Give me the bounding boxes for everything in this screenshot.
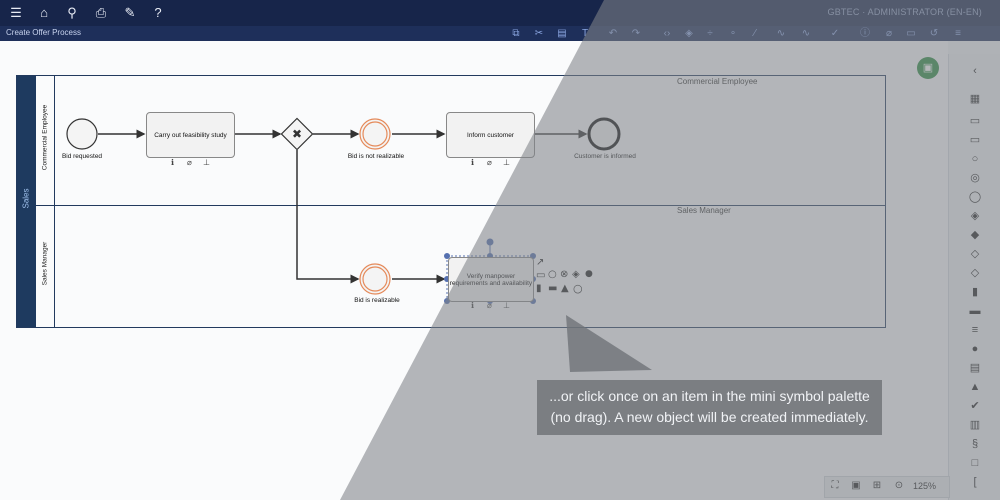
task-symbol[interactable]: ▭: [969, 115, 981, 127]
view-controls: ⛶ ▣ ⊞ ⊙ 125%: [824, 476, 950, 498]
database-symbol[interactable]: ▬: [969, 305, 981, 317]
person-shape-icon[interactable]: ●: [585, 269, 593, 279]
event-label: Bid is realizable: [354, 297, 400, 304]
org-icon[interactable]: ⊥: [503, 301, 510, 310]
attachment-icon[interactable]: ⌀: [487, 301, 492, 310]
document-shape-icon[interactable]: ▮: [536, 283, 542, 294]
symbol-palette: ‹ ▦ ▭ ▭ ○ ◎ ◯ ◈ ◆ ◇ ◇ ▮ ▬ ≡ ● ▤ ▲ ✔ ▥ § …: [948, 54, 1000, 500]
event-not-realizable: [359, 118, 391, 150]
chart-symbol[interactable]: ▥: [969, 419, 981, 431]
paragraph-symbol[interactable]: §: [971, 438, 979, 450]
check-symbol[interactable]: ✔: [970, 400, 980, 412]
person-symbol[interactable]: ●: [971, 343, 979, 355]
system-shape-icon[interactable]: ▬: [548, 283, 558, 294]
process-title: Create Offer Process: [6, 28, 81, 37]
start-event-symbol[interactable]: ○: [971, 153, 979, 165]
intermediate-event-symbol[interactable]: ◎: [970, 172, 980, 184]
fit-icon[interactable]: ⊞: [872, 480, 882, 491]
triangle-shape-icon[interactable]: ▲: [561, 283, 569, 294]
end-event-symbol[interactable]: ◯: [968, 191, 982, 203]
event-label: Customer is informed: [574, 153, 636, 160]
menu-icon[interactable]: ☰: [10, 5, 22, 20]
lane-header-commercial-employee[interactable]: Commercial Employee: [36, 76, 55, 205]
event-label: Bid requested: [61, 153, 103, 160]
gateway-o-symbol[interactable]: ◇: [970, 248, 980, 260]
lane-header-sales-manager[interactable]: Sales Manager: [36, 206, 55, 327]
tutorial-tooltip: ...or click once on an item in the mini …: [537, 380, 882, 435]
fullscreen-icon[interactable]: ⛶: [831, 480, 839, 491]
list-symbol[interactable]: ≡: [971, 324, 979, 336]
search-icon[interactable]: ⚲: [67, 5, 77, 20]
task-feasibility[interactable]: Carry out feasibility study: [146, 112, 235, 158]
gateway-plus-symbol[interactable]: ◆: [970, 229, 980, 241]
event-label: Bid is not realizable: [347, 153, 405, 160]
gateway-plus-shape-icon[interactable]: ◈: [572, 269, 580, 280]
risk-symbol[interactable]: ▲: [969, 381, 981, 393]
org-icon[interactable]: ⊥: [503, 158, 510, 167]
pool-header[interactable]: Sales: [17, 76, 36, 327]
mini-symbol-palette: ↗ ▭ ○ ⊗ ◈ ● ▮ ▬ ▲ ○: [535, 257, 601, 297]
attachment-icon[interactable]: ⌀: [487, 158, 492, 167]
zoom-level[interactable]: 125%: [913, 481, 937, 491]
tooltip-line: (no drag). A new object will be created …: [550, 409, 869, 425]
print-icon[interactable]: ⎙: [95, 5, 107, 20]
rotate-handle: [486, 238, 494, 246]
event-realizable: [359, 263, 391, 295]
home-icon[interactable]: ⌂: [40, 5, 48, 20]
system-symbol[interactable]: ▤: [969, 362, 981, 374]
collapse-panel-icon[interactable]: ‹: [973, 65, 977, 77]
gateway-x-shape-icon[interactable]: ⊗: [560, 269, 569, 280]
gateway-x-symbol[interactable]: ◈: [970, 210, 980, 222]
circle-shape-icon[interactable]: ○: [573, 282, 583, 295]
attachment-icon[interactable]: ⌀: [187, 158, 192, 167]
event-shape-icon[interactable]: ○: [548, 269, 557, 280]
text-box-symbol[interactable]: □: [971, 457, 979, 469]
exclusive-gateway: [280, 117, 314, 151]
minimap-icon[interactable]: ▣: [851, 480, 861, 491]
org-icon[interactable]: ⊥: [203, 158, 210, 167]
end-event: [587, 117, 621, 151]
annotation-symbol[interactable]: [: [973, 476, 977, 488]
info-icon[interactable]: ℹ: [471, 158, 475, 167]
center-icon[interactable]: ⊙: [894, 480, 904, 491]
task-inform-customer[interactable]: Inform customer: [446, 112, 535, 158]
subprocess-symbol[interactable]: ▭: [969, 134, 981, 146]
help-icon[interactable]: ?: [154, 5, 162, 20]
task-shape-icon[interactable]: ▭: [536, 270, 546, 281]
gateway-complex-symbol[interactable]: ◇: [970, 267, 980, 279]
sequence-flow: [296, 150, 360, 284]
task-verify-manpower[interactable]: Verify manpower requirements and availab…: [448, 257, 534, 302]
start-event: [66, 118, 98, 150]
info-icon[interactable]: ℹ: [171, 158, 175, 167]
wrench-icon[interactable]: ✎: [124, 5, 136, 20]
info-icon[interactable]: ℹ: [471, 301, 475, 310]
trend-icon[interactable]: ↗: [536, 257, 545, 268]
tooltip-line: ...or click once on an item in the mini …: [549, 388, 870, 404]
grid-icon[interactable]: ▦: [969, 93, 981, 105]
gateway-x-icon: ✖: [292, 127, 302, 141]
document-symbol[interactable]: ▮: [971, 286, 979, 298]
